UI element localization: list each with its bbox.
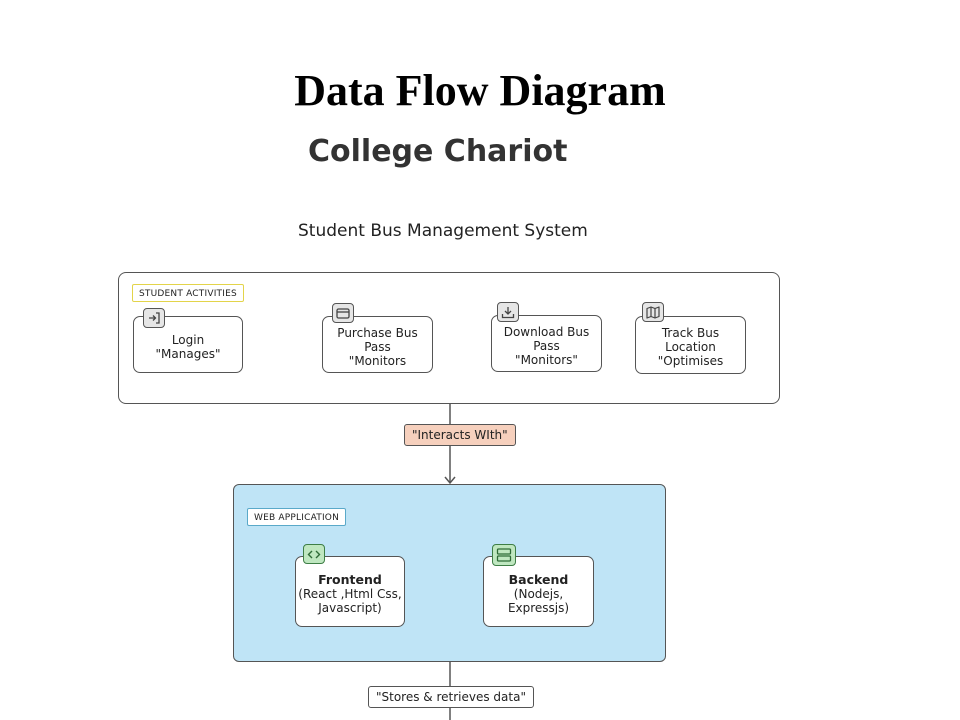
server-icon xyxy=(492,544,516,566)
purchase-pass-label-1: Purchase Bus xyxy=(337,325,418,340)
frontend-title: Frontend xyxy=(318,571,382,587)
code-icon xyxy=(303,544,325,564)
backend-tech-line-1: (Nodejs, xyxy=(513,586,564,601)
track-bus-label-2: Location xyxy=(665,340,716,354)
login-label: Login xyxy=(171,332,205,347)
download-pass-label-1: Download Bus xyxy=(503,324,590,339)
download-pass-label-2: Pass xyxy=(533,338,560,353)
login-icon xyxy=(143,308,165,328)
frontend-tech-line-2: Javascript) xyxy=(318,600,382,615)
download-pass-relation: "Monitors" xyxy=(515,352,578,367)
login-node: Login "Manages" xyxy=(133,316,243,373)
page-title: Data Flow Diagram xyxy=(294,66,666,115)
login-relation: "Manages" xyxy=(155,346,221,361)
map-icon xyxy=(642,302,664,322)
arrowhead-to-web xyxy=(444,476,456,485)
flow-label-stores-retrieves: "Stores & retrieves data" xyxy=(368,686,534,708)
frontend-tech-line-1: (React ,Html Css, xyxy=(298,586,402,601)
credit-card-icon xyxy=(332,303,354,323)
purchase-pass-node: Purchase Bus Pass "Monitors xyxy=(322,316,433,373)
download-pass-node: Download Bus Pass "Monitors" xyxy=(491,315,602,372)
student-activities-tag: STUDENT ACTIVITIES xyxy=(132,284,244,302)
backend-title: Backend xyxy=(508,571,569,587)
track-bus-label-1: Track Bus xyxy=(661,326,720,340)
download-icon xyxy=(497,302,519,322)
backend-node: Backend (Nodejs, Expressjs) xyxy=(483,556,594,627)
backend-tech-line-2: Expressjs) xyxy=(507,600,570,615)
track-bus-node: Track Bus Location "Optimises xyxy=(635,316,746,374)
purchase-pass-relation: "Monitors xyxy=(348,353,407,368)
frontend-node: Frontend (React ,Html Css, Javascript) xyxy=(295,556,405,627)
purchase-pass-label-2: Pass xyxy=(364,339,391,354)
track-bus-relation: "Optimises xyxy=(657,354,724,368)
diagram-subtitle: College Chariot xyxy=(308,134,568,169)
web-application-tag: WEB APPLICATION xyxy=(247,508,347,526)
system-label: Student Bus Management System xyxy=(298,221,588,241)
flow-label-interacts-with: "Interacts WIth" xyxy=(404,424,516,446)
